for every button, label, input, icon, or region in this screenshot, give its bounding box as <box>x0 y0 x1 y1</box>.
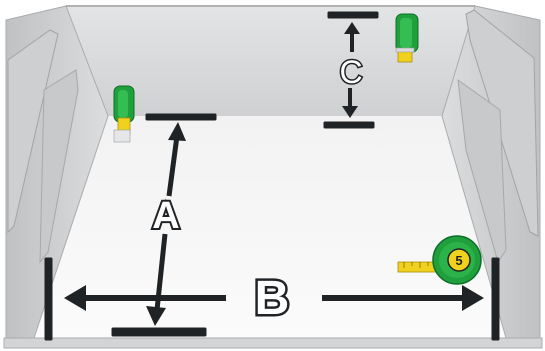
dimension-a-label: A <box>152 195 179 237</box>
drawer-front-edge <box>3 337 543 349</box>
dimension-b-label: B <box>255 272 290 325</box>
dimension-a-front-bar <box>111 327 207 337</box>
tape-measure-marking: 5 <box>455 253 462 268</box>
dimension-b <box>44 257 500 341</box>
dimension-b-left-bar <box>44 257 53 341</box>
dimension-c-bottom-bar <box>323 121 375 129</box>
dimension-a <box>111 113 217 337</box>
drawer-right-rail <box>465 9 539 237</box>
drawer-left-rail <box>7 29 59 234</box>
dimension-a-back-bar <box>145 113 217 121</box>
dimension-c-top-bar <box>327 11 379 19</box>
dimension-c <box>323 11 379 129</box>
tape-measure-left-icon <box>113 85 135 143</box>
tape-measure-wall-icon <box>395 13 419 63</box>
dimension-b-right-bar <box>491 257 500 341</box>
drawer-floor <box>34 116 506 338</box>
dimension-c-label: C <box>339 54 362 90</box>
tape-measure-floor-icon <box>397 235 482 285</box>
